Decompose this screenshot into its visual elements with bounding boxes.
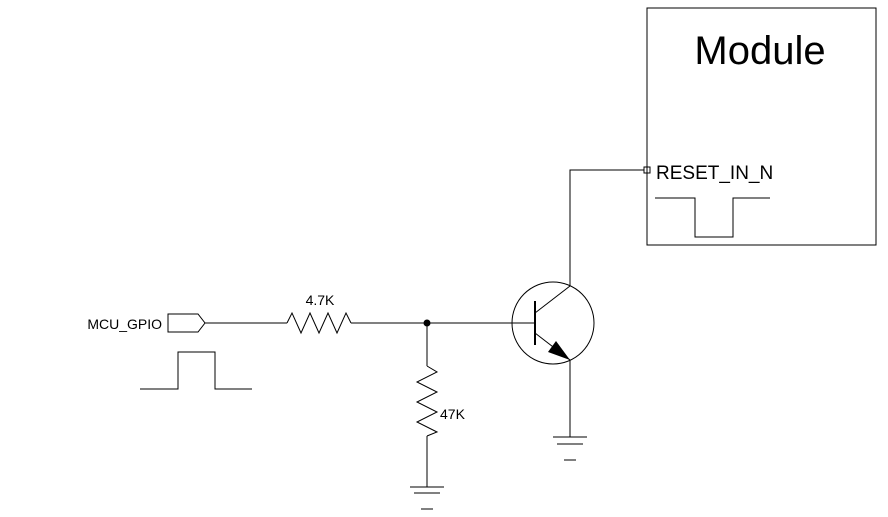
pulldown-resistor-value: 47K xyxy=(440,406,466,422)
module-block: Module RESET_IN_N xyxy=(643,7,877,246)
ground-symbol-emitter xyxy=(553,436,587,461)
mcu-gpio-label: MCU_GPIO xyxy=(87,316,162,332)
module-title: Module xyxy=(694,29,825,73)
pulldown-resistor: 47K xyxy=(415,323,466,487)
series-resistor-value: 4.7K xyxy=(306,292,335,308)
transistor-collector xyxy=(534,285,571,314)
series-resistor: 4.7K xyxy=(286,292,352,335)
module-box xyxy=(646,7,877,246)
mcu-gpio-port: MCU_GPIO xyxy=(87,313,252,390)
npn-transistor xyxy=(511,281,595,365)
ground-symbol-pulldown xyxy=(410,486,444,510)
series-resistor-symbol xyxy=(286,311,352,335)
collector-wire xyxy=(569,169,644,286)
transistor-body xyxy=(511,281,595,365)
input-port-symbol xyxy=(167,313,206,333)
reset-pin-label: RESET_IN_N xyxy=(656,163,773,184)
gpio-pulse-waveform xyxy=(140,351,252,390)
emitter-arrow xyxy=(548,341,570,360)
reset-pulse-waveform xyxy=(655,197,770,238)
pulldown-resistor-symbol xyxy=(415,365,439,437)
